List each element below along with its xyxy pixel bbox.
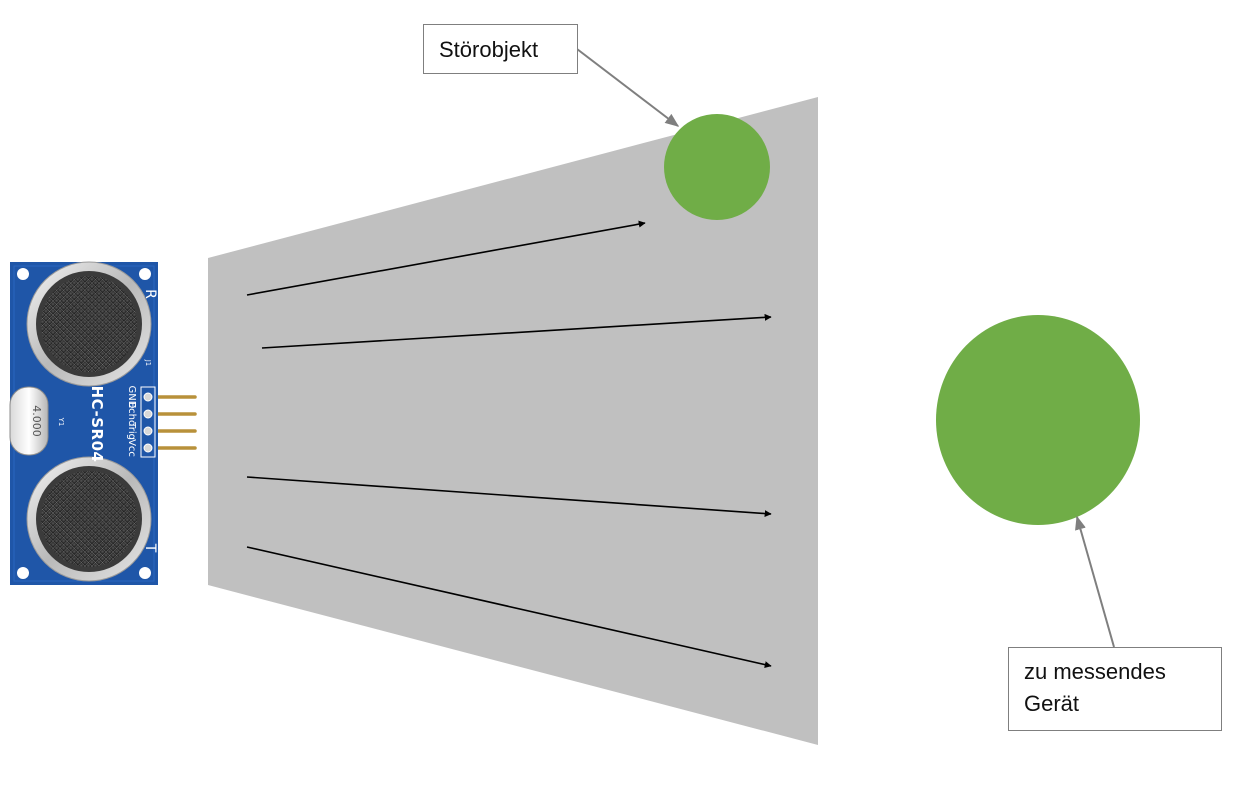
target-device-text-line2: Gerät xyxy=(1024,691,1080,716)
wave-arrow-2 xyxy=(261,313,772,349)
pin-label-gnd: GND xyxy=(126,386,137,409)
target-device-text-line1: zu messendes xyxy=(1024,659,1166,684)
mount-hole xyxy=(17,268,29,280)
wave-arrow-4 xyxy=(246,546,772,669)
crystal-text: 4.000 xyxy=(30,405,43,437)
wave-arrow-1 xyxy=(246,220,646,296)
sound-beam xyxy=(208,97,818,745)
model-text: HC-SR04 xyxy=(88,386,106,463)
mount-hole xyxy=(139,268,151,280)
transmitter-mark: T xyxy=(142,543,158,553)
pin-header xyxy=(140,386,156,458)
connector-ref: J1 xyxy=(144,359,152,367)
mount-hole xyxy=(17,567,29,579)
wave-arrow-3 xyxy=(246,476,772,518)
target-device-circle xyxy=(936,315,1140,525)
crystal-oscillator: 4.000 xyxy=(9,386,49,456)
receiver-transducer xyxy=(26,261,152,387)
callout-arrow-interfering xyxy=(576,48,680,127)
interfering-object-circle xyxy=(664,114,770,220)
pin-label-echo: Echo xyxy=(126,402,137,426)
receiver-mark: R xyxy=(142,289,158,299)
callout-arrow-target xyxy=(1075,515,1115,648)
mount-hole xyxy=(139,567,151,579)
ultrasonic-sensor-icon: 4.000 Y1 HC-SR04 R T J1 GND Echo Trig Vc… xyxy=(9,261,197,585)
interfering-object-label: Störobjekt xyxy=(423,24,578,74)
pin-label-vcc: Vcc xyxy=(126,439,137,457)
target-device-label: zu messendes Gerät xyxy=(1008,647,1222,731)
interfering-object-text: Störobjekt xyxy=(439,37,539,62)
pin-label-trig: Trig xyxy=(126,421,137,440)
transmitter-transducer xyxy=(26,456,152,582)
crystal-ref: Y1 xyxy=(57,417,65,427)
